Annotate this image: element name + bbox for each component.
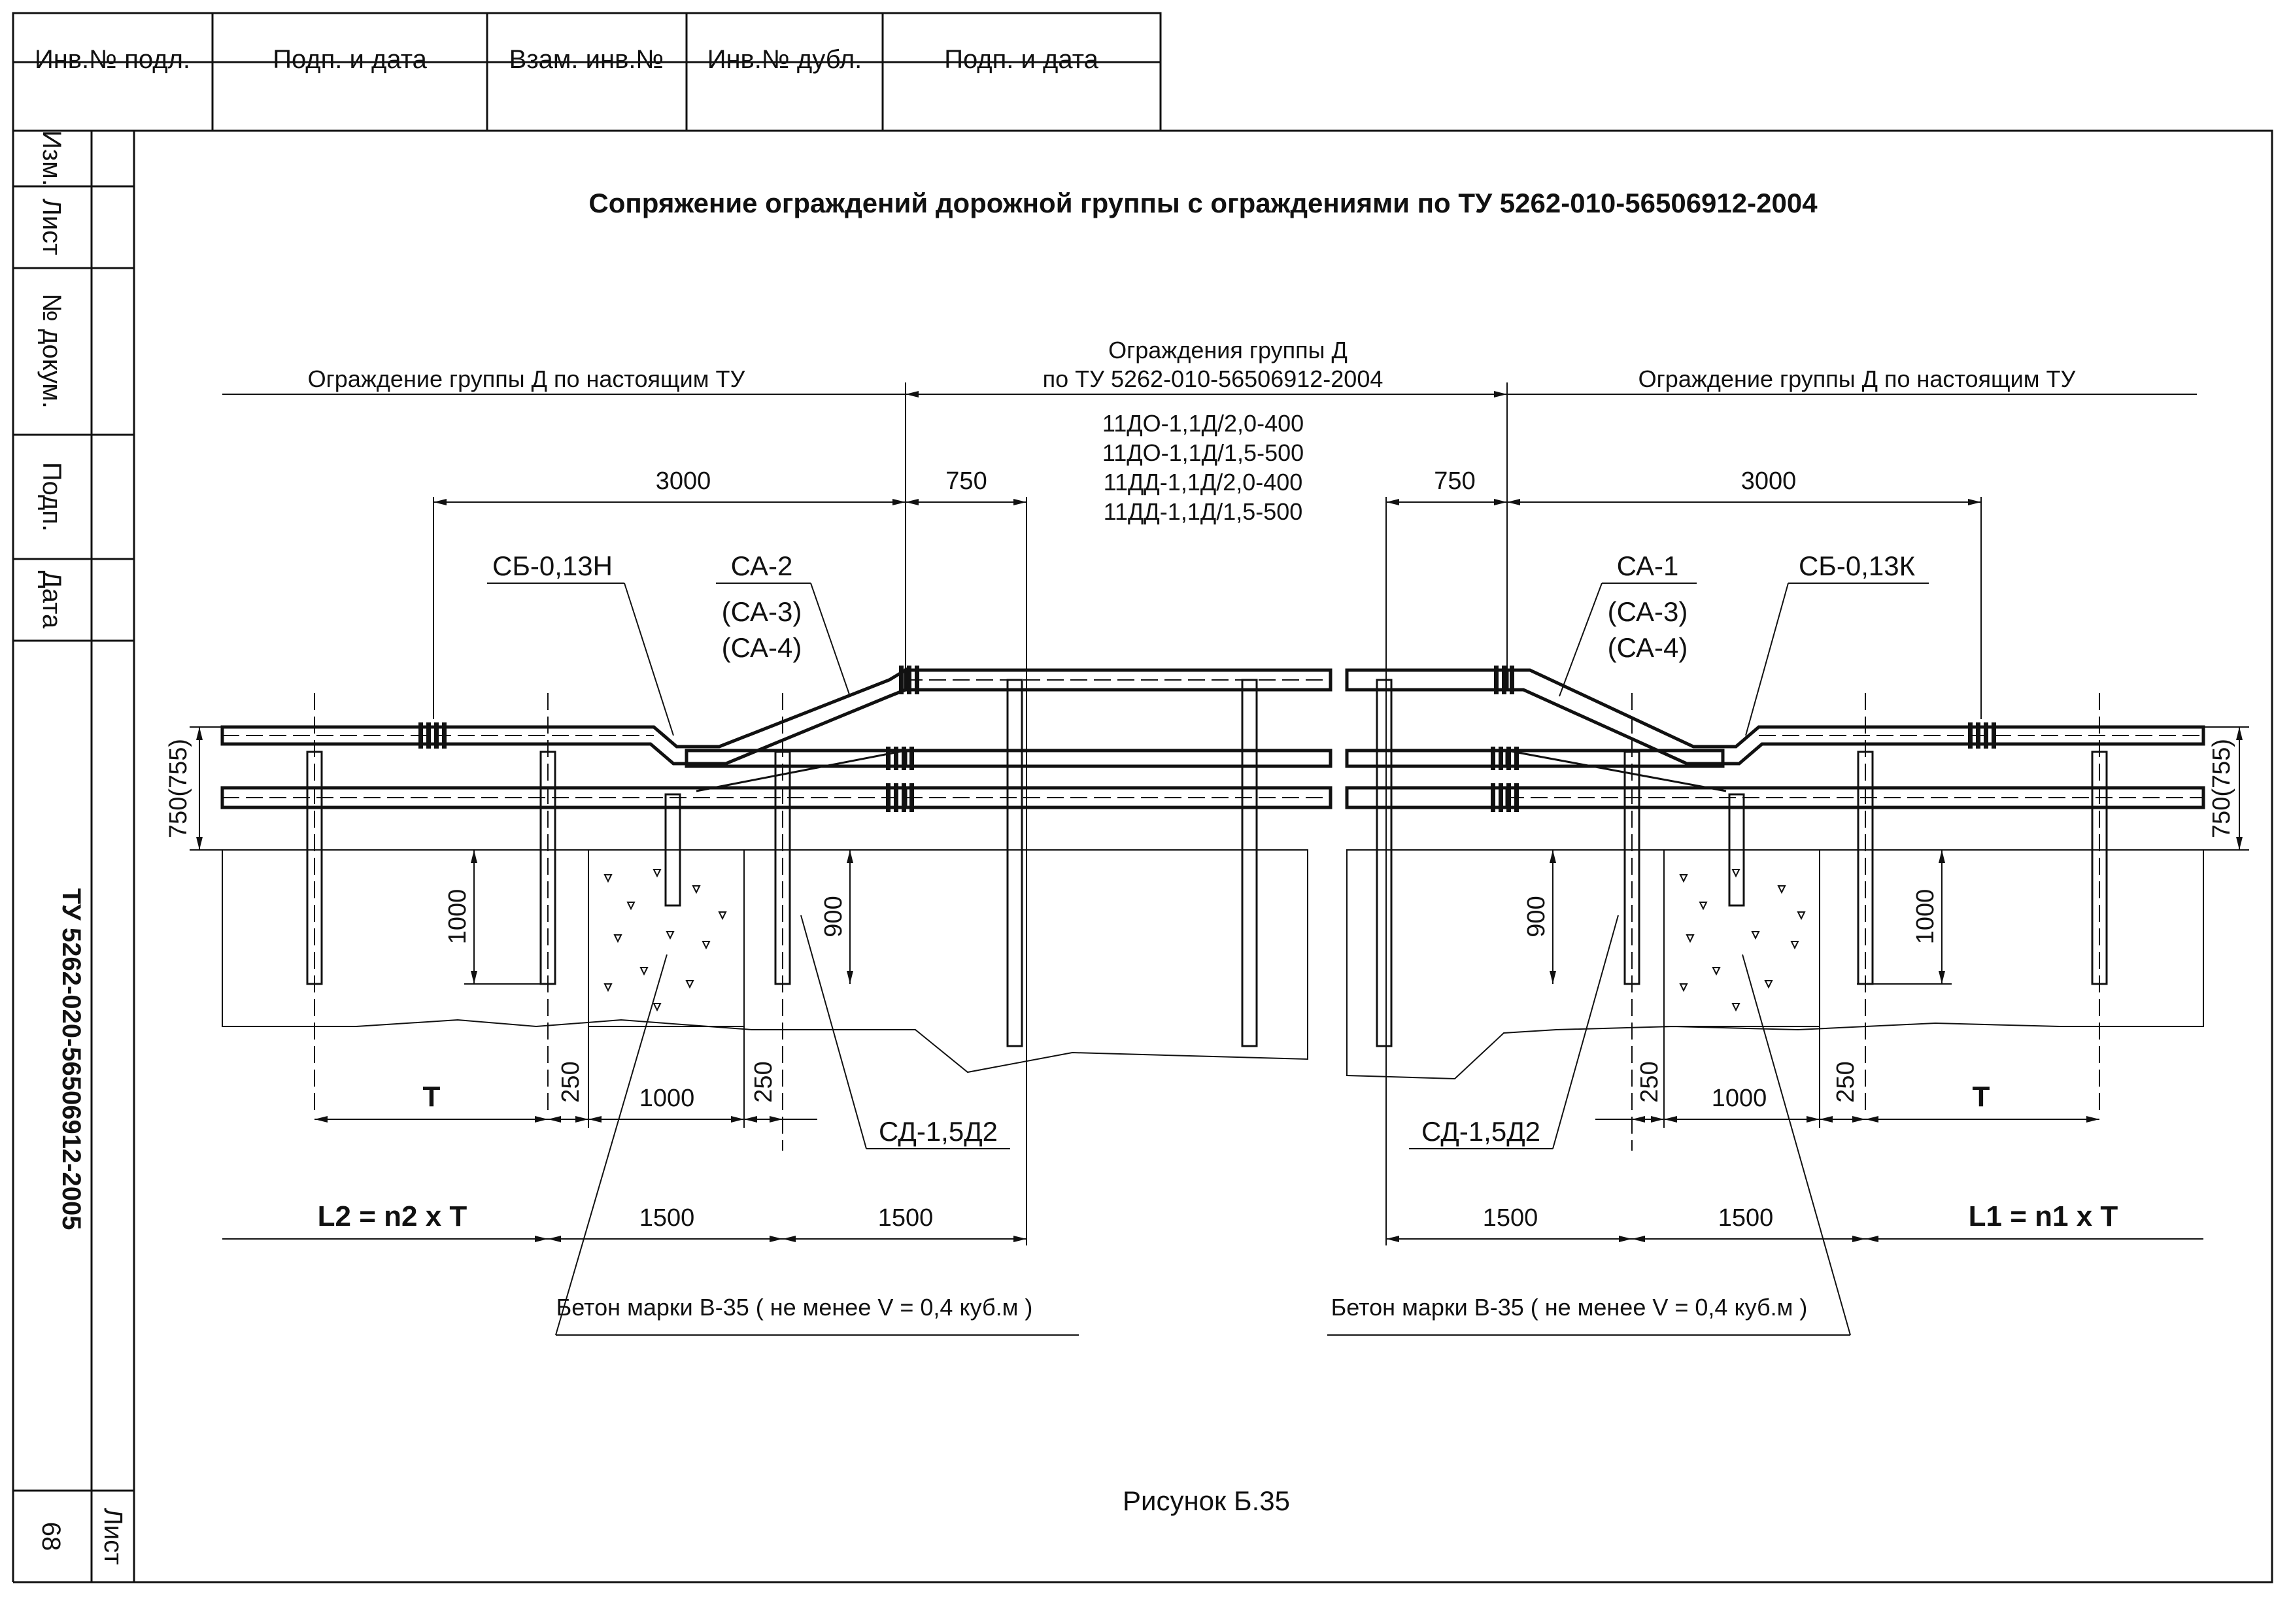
dim-right-1500b: 1500 (1718, 1204, 1774, 1232)
zone-headers: Ограждение группы Д по настоящим ТУ Огра… (222, 337, 2197, 525)
guard-rails (220, 667, 2205, 1151)
dim-left-L2: L2 = n2 x T (318, 1200, 467, 1232)
concrete-aggregate-right (1679, 869, 1806, 1012)
post-right-2 (1728, 793, 1745, 907)
top-dimensions: 3000 750 750 3000 (433, 382, 1982, 719)
dim-height-right: 750(755) (2208, 739, 2235, 838)
concrete-notes: Бетон марки В-35 ( не менее V = 0,4 куб.… (555, 954, 1851, 1336)
figure-caption: Рисунок Б.35 (1123, 1485, 1290, 1516)
label-sb-right: СБ-0,13К (1799, 550, 1916, 581)
center-type-1: 11ДО-1,1Д/2,0-400 (1102, 410, 1304, 437)
dim-depth-left-900: 900 (820, 896, 847, 937)
label-sa1: СА-1 (1617, 550, 1679, 581)
center-type-3: 11ДД-1,1Д/2,0-400 (1104, 469, 1303, 496)
label-sa4-right: (СА-4) (1608, 632, 1688, 663)
dim-top-left-3000: 3000 (656, 467, 711, 495)
center-type-2: 11ДО-1,1Д/1,5-500 (1102, 439, 1304, 466)
bolt-group-left-upper (418, 722, 447, 749)
dim-right-L1: L1 = n1 x T (1969, 1200, 2118, 1232)
dim-right-250a: 250 (1636, 1061, 1663, 1102)
label-sb-left: СБ-0,13Н (492, 550, 613, 581)
top-stamp: Инв.№ подл. Подп. и дата Взам. инв.№ Инв… (12, 12, 1162, 132)
sheet-label: Лист (99, 1508, 127, 1565)
dim-left-T: T (423, 1081, 441, 1113)
stamp-top-col-3: Взам. инв.№ (509, 45, 664, 74)
document-code: ТУ 5262-020-56506912-2005 (57, 888, 86, 1230)
dim-left-1500b: 1500 (878, 1204, 934, 1232)
bolt-group-right-upper (1968, 722, 1996, 749)
soil-right (1346, 849, 2204, 1080)
concrete-aggregate-left (603, 869, 727, 1012)
stamp-top-col-4: Инв.№ дубл. (707, 45, 862, 74)
bolt-group-center-top (899, 666, 919, 694)
bolt-groups (418, 666, 1996, 812)
dim-top-left-750: 750 (945, 467, 987, 495)
label-sa2: СА-2 (731, 550, 793, 581)
dimension-chain-2: L2 = n2 x T 1500 1500 1500 1500 L1 = n1 … (222, 680, 2203, 1245)
stamp-left-row-4: Подп. (37, 462, 66, 532)
bolt-group-right-top (1494, 666, 1514, 694)
dim-left-250a: 250 (557, 1061, 585, 1102)
drawing-title: Сопряжение ограждений дорожной группы с … (588, 188, 1818, 218)
vertical-dimensions: 750(755) 750(755) 1000 900 900 1000 (165, 726, 2249, 985)
label-sa4-left: (СА-4) (722, 632, 802, 663)
label-sd-right: СД-1,5Д2 (1421, 1116, 1540, 1147)
zone-center-label-2: по ТУ 5262-010-56506912-2004 (1043, 365, 1383, 392)
label-sa3-left: (СА-3) (722, 596, 802, 627)
bolt-group-center-mid (886, 747, 914, 770)
label-sa3-right: (СА-3) (1608, 596, 1688, 627)
dim-left-1500a: 1500 (639, 1204, 695, 1232)
dim-right-T: T (1973, 1081, 1990, 1113)
dim-height-left: 750(755) (165, 739, 192, 838)
beam-right-upper (1505, 668, 2205, 766)
zone-right-label: Ограждение группы Д по настоящим ТУ (1638, 365, 2077, 392)
post-center-3 (1376, 679, 1393, 1047)
left-stamp: Изм. Лист № докум. Подп. Дата ТУ 5262-02… (13, 130, 134, 1582)
inner-frame (133, 129, 2273, 1583)
ground-section (222, 849, 2204, 1080)
dimension-chain-1: T 250 1000 250 250 1000 250 T (314, 1026, 2099, 1128)
stamp-top-col-2: Подп. и дата (273, 45, 427, 74)
post-left-3 (664, 793, 681, 907)
beam-center-right-top (1345, 668, 1509, 692)
concrete-right (1663, 849, 1820, 1027)
dim-right-1000: 1000 (1712, 1085, 1767, 1112)
dim-left-1000: 1000 (639, 1085, 695, 1112)
dim-left-250b: 250 (750, 1061, 777, 1102)
beam-center-left-mid (904, 749, 1332, 768)
bolt-group-center-low (886, 783, 914, 812)
soil-left (222, 849, 1308, 1074)
stamp-left-row-1: Изм. (37, 130, 66, 186)
dim-right-250b: 250 (1832, 1061, 1859, 1102)
beam-center-right-mid (1345, 749, 1509, 768)
stamp-left-row-2: Лист (37, 199, 66, 256)
dim-top-right-3000: 3000 (1741, 467, 1797, 495)
stamp-top-col-1: Инв.№ подл. (35, 45, 190, 74)
stamp-top-col-5: Подп. и дата (944, 45, 1098, 74)
dim-top-right-750: 750 (1434, 467, 1475, 495)
label-sd-left: СД-1,5Д2 (879, 1116, 998, 1147)
sheet-number: 68 (37, 1522, 65, 1551)
center-type-4: 11ДД-1,1Д/1,5-500 (1104, 498, 1303, 525)
dim-depth-right-1000: 1000 (1912, 889, 1939, 945)
dim-right-1500a: 1500 (1483, 1204, 1538, 1232)
post-center-2 (1241, 679, 1258, 1047)
dim-depth-left-1000: 1000 (444, 889, 471, 945)
beam-center-right-low (1345, 786, 1509, 809)
bolt-group-right-low (1491, 783, 1519, 812)
stamp-left-row-5: Дата (37, 571, 66, 629)
post-center-1 (1006, 679, 1023, 1047)
zone-center-label-1: Ограждения группы Д (1108, 337, 1348, 364)
concrete-note-left: Бетон марки В-35 ( не менее V = 0,4 куб.… (556, 1294, 1033, 1321)
stamp-left-row-3: № докум. (37, 294, 66, 409)
part-labels: СБ-0,13Н СА-2 (СА-3) (СА-4) СА-1 (СА-3) … (487, 550, 1929, 1149)
zone-left-label: Ограждение группы Д по настоящим ТУ (308, 365, 746, 392)
bolt-group-right-mid (1491, 747, 1519, 770)
concrete-note-right: Бетон марки В-35 ( не менее V = 0,4 куб.… (1331, 1294, 1808, 1321)
dim-depth-right-900: 900 (1523, 896, 1550, 937)
